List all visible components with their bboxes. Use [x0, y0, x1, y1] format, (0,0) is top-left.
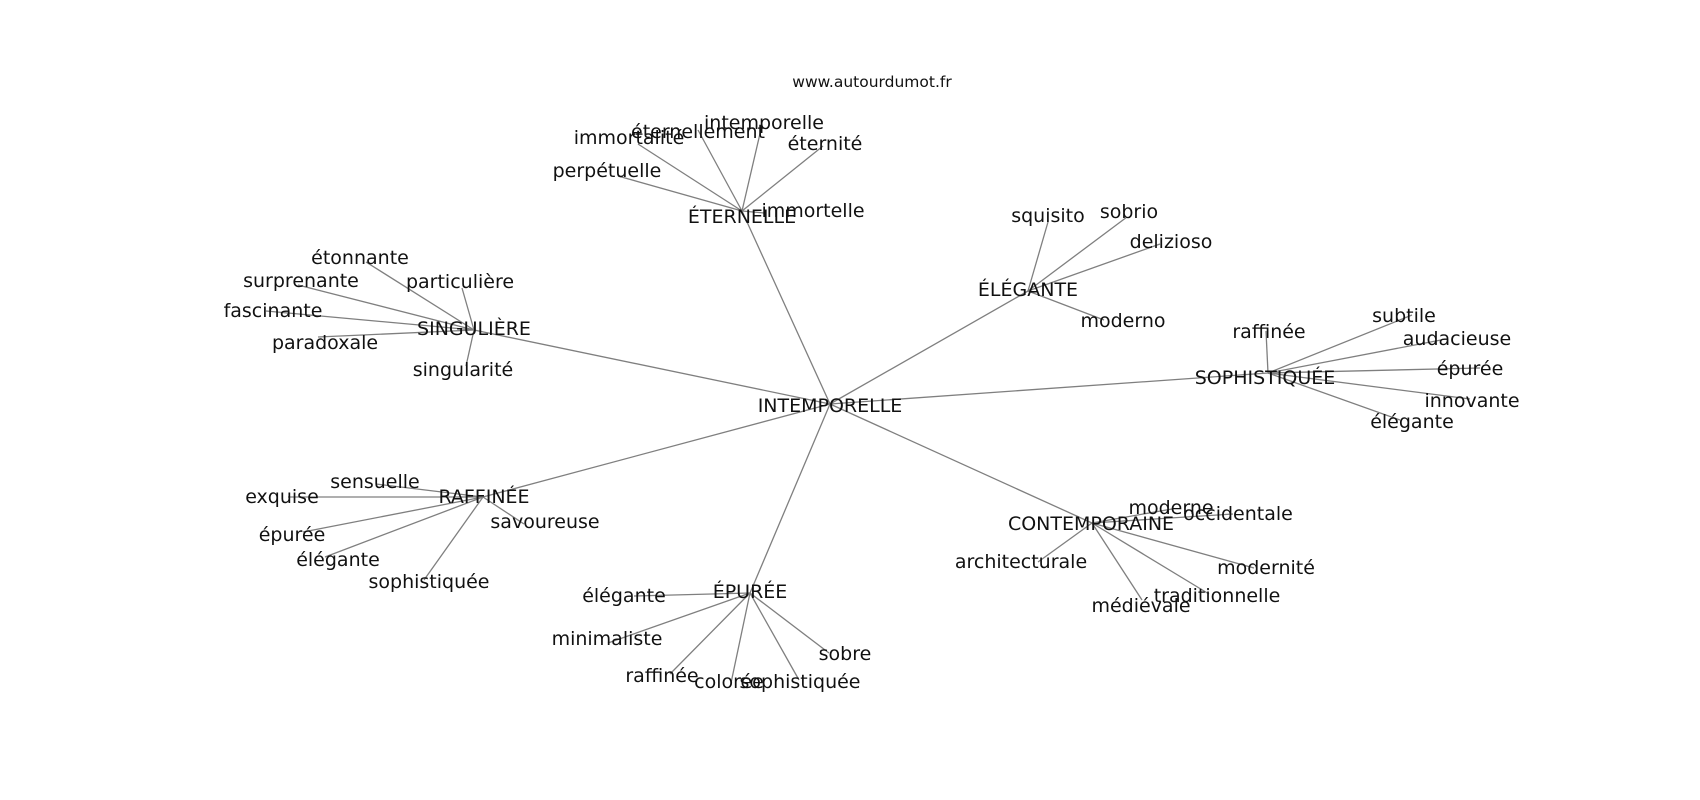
edge-raffinee-sensuelle [375, 483, 484, 498]
graph-edges [265, 124, 1481, 684]
word-node-sobrio[interactable]: sobrio [1100, 201, 1158, 223]
edge-root-elegante [829, 290, 1029, 405]
edge-epuree-raffinee [669, 592, 751, 675]
edge-epuree-minimaliste [607, 592, 751, 644]
word-node-moderno[interactable]: moderno [1080, 310, 1165, 332]
group-node-contemporaine[interactable]: CONTEMPORAINE [1008, 513, 1174, 535]
edge-singuliere-singularite [465, 329, 475, 367]
word-node-etonnante[interactable]: étonnante [311, 247, 409, 269]
edge-contemporaine-traditionnelle [1091, 522, 1210, 595]
word-node-modernite[interactable]: modernité [1217, 557, 1315, 579]
word-node-savoureuse[interactable]: savoureuse [490, 511, 599, 533]
edge-contemporaine-architecturale [1037, 522, 1093, 563]
root-node-intemporelle[interactable]: INTEMPORELLE [758, 395, 903, 417]
edge-epuree-sophistiquee [749, 592, 800, 681]
group-node-epuree[interactable]: ÉPURÉE [713, 580, 788, 603]
word-node-innovante[interactable]: innovante [1424, 390, 1519, 412]
edge-eternelle-perpetuelle [617, 175, 743, 212]
edge-epuree-sobre [749, 592, 830, 654]
source-watermark[interactable]: www.autourdumot.fr [792, 73, 952, 91]
edge-singuliere-paradoxale [317, 329, 475, 338]
edge-eternelle-immortelle [741, 210, 765, 214]
edge-epuree-elegante [633, 592, 751, 597]
edge-elegante-moderno [1027, 290, 1105, 321]
word-node-immortelle[interactable]: immortelle [761, 200, 864, 222]
word-node-architecturale[interactable]: architecturale [955, 551, 1087, 573]
edge-root-sophistiquee [829, 372, 1269, 405]
edge-contemporaine-modernite [1091, 522, 1255, 569]
edge-raffinee-elegante [324, 496, 484, 558]
word-node-coloree[interactable]: colorée [694, 671, 764, 693]
edge-epuree-coloree [730, 592, 751, 684]
edge-elegante-sobrio [1027, 216, 1128, 292]
word-node-elegante[interactable]: élégante [296, 549, 380, 571]
word-node-occidentale[interactable]: occidentale [1183, 503, 1293, 525]
edge-root-eternelle [741, 210, 831, 405]
word-node-eternellement[interactable]: éternellement [631, 121, 765, 143]
word-node-sophistiquee[interactable]: sophistiquée [368, 571, 489, 593]
edge-contemporaine-medievale [1091, 522, 1143, 601]
word-node-epuree[interactable]: épurée [1437, 358, 1504, 380]
word-node-minimaliste[interactable]: minimaliste [552, 628, 663, 650]
word-node-medievale[interactable]: médiévale [1091, 595, 1190, 617]
group-node-singuliere[interactable]: SINGULIÈRE [417, 317, 531, 340]
edge-sophistiquee-elegante [1267, 372, 1401, 421]
group-node-sophistiquee[interactable]: SOPHISTIQUÉE [1195, 366, 1336, 389]
word-node-perpetuelle[interactable]: perpétuelle [553, 160, 662, 182]
word-node-subtile[interactable]: subtile [1372, 305, 1436, 327]
edge-sophistiquee-raffinee [1265, 330, 1269, 374]
word-node-paradoxale[interactable]: paradoxale [272, 332, 378, 354]
word-node-singularite[interactable]: singularité [413, 359, 513, 381]
group-node-eternelle[interactable]: ÉTERNELLE [688, 205, 796, 228]
edge-root-singuliere [473, 329, 831, 405]
word-node-traditionnelle[interactable]: traditionnelle [1154, 585, 1281, 607]
edge-singuliere-etonnante [365, 261, 475, 331]
edge-raffinee-epuree [302, 496, 484, 533]
word-node-particuliere[interactable]: particulière [406, 271, 514, 293]
word-node-audacieuse[interactable]: audacieuse [1403, 328, 1511, 350]
edge-singuliere-surprenante [297, 284, 475, 331]
graph-labels: immortalitééternellementintemporelleéter… [224, 112, 1520, 693]
group-node-raffinee[interactable]: RAFFINÉE [438, 485, 529, 508]
edge-sophistiquee-epuree [1267, 367, 1481, 374]
edge-raffinee-sophistiquee [423, 496, 484, 581]
word-node-intemporelle[interactable]: intemporelle [704, 112, 824, 134]
edge-sophistiquee-audacieuse [1267, 339, 1442, 374]
word-node-immortalite[interactable]: immortalité [574, 127, 685, 149]
edge-eternelle-eternite [741, 145, 824, 212]
word-node-moderne[interactable]: moderne [1128, 497, 1213, 519]
group-node-elegante[interactable]: ÉLÉGANTE [978, 278, 1078, 301]
edge-singuliere-fascinante [265, 310, 475, 331]
word-node-surprenante[interactable]: surprenante [243, 270, 359, 292]
word-node-delizioso[interactable]: delizioso [1130, 231, 1213, 253]
edge-root-contemporaine [829, 403, 1093, 524]
edge-contemporaine-occidentale [1091, 513, 1234, 524]
edge-eternelle-eternellement [697, 129, 743, 212]
edge-sophistiquee-innovante [1267, 372, 1471, 400]
edge-root-raffinee [482, 403, 831, 498]
word-node-sensuelle[interactable]: sensuelle [330, 471, 420, 493]
word-node-sophistiquee[interactable]: sophistiquée [739, 671, 860, 693]
edge-contemporaine-moderne [1091, 508, 1173, 524]
edge-sophistiquee-subtile [1267, 314, 1413, 374]
edge-eternelle-intemporelle [741, 124, 763, 212]
word-node-epuree[interactable]: épurée [259, 524, 326, 546]
edge-elegante-squisito [1027, 221, 1049, 292]
word-node-elegante[interactable]: élégante [582, 585, 666, 607]
word-node-sobre[interactable]: sobre [819, 643, 872, 665]
word-node-elegante[interactable]: élégante [1370, 411, 1454, 433]
word-node-squisito[interactable]: squisito [1011, 205, 1085, 227]
edge-root-epuree [749, 403, 831, 594]
word-node-exquise[interactable]: exquise [245, 486, 319, 508]
word-node-fascinante[interactable]: fascinante [224, 300, 323, 322]
edge-eternelle-immortalite [637, 143, 743, 212]
word-node-raffinee[interactable]: raffinée [625, 665, 698, 687]
word-node-eternite[interactable]: éternité [788, 133, 863, 155]
edge-raffinee-savoureuse [482, 496, 525, 525]
word-node-raffinee[interactable]: raffinée [1232, 321, 1305, 343]
edge-elegante-delizioso [1027, 243, 1161, 292]
edge-singuliere-particuliere [461, 287, 475, 331]
